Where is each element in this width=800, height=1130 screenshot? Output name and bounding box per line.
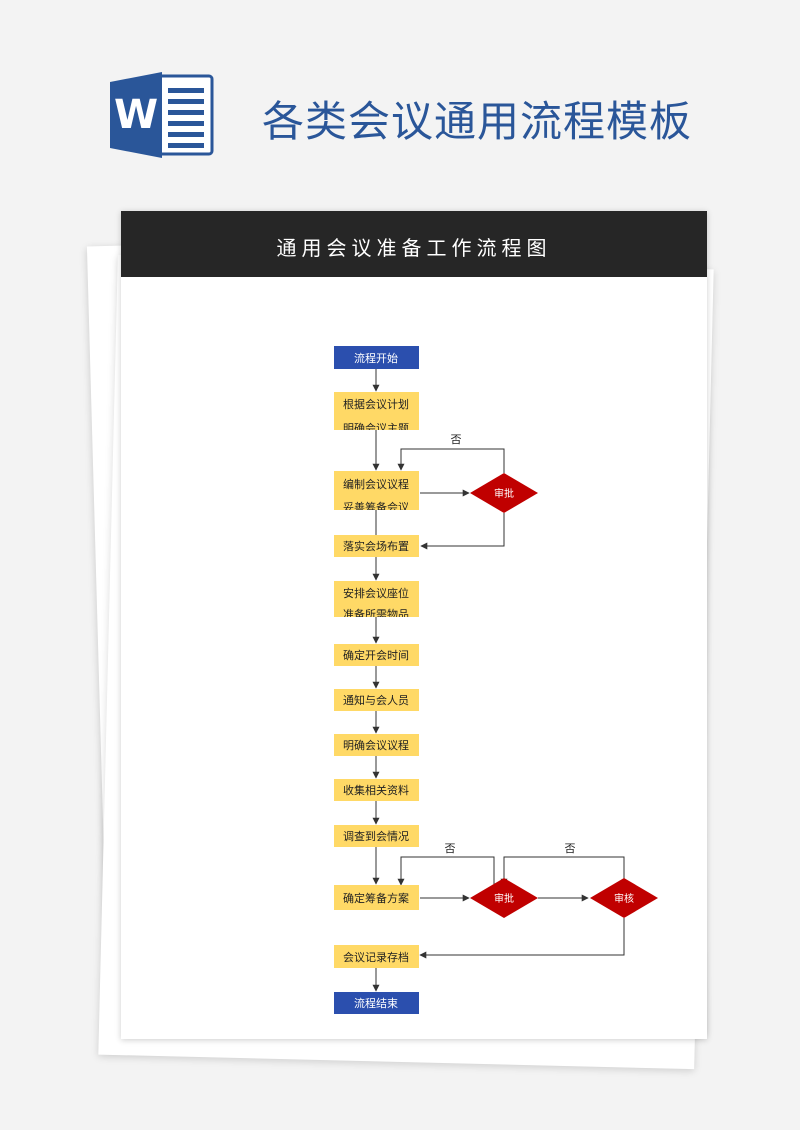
document-title: 通用会议准备工作流程图 bbox=[276, 236, 552, 260]
flow-step-9-label: 调查到会情况 bbox=[343, 829, 409, 843]
flow-step-1-line2: 明确会议主题 bbox=[343, 422, 409, 435]
flow-step-5: 确定开会时间 bbox=[334, 644, 419, 666]
document-header-bar: 通用会议准备工作流程图 bbox=[121, 211, 707, 277]
flow-step-7: 明确会议议程 bbox=[334, 734, 419, 756]
flow-end-label: 流程结束 bbox=[354, 996, 398, 1010]
flow-step-9: 调查到会情况 bbox=[334, 825, 419, 847]
decision-review: 审核 bbox=[590, 878, 658, 918]
flow-step-4-line2: 准备所需物品 bbox=[343, 607, 409, 621]
page-title: 各类会议通用流程模板 bbox=[262, 97, 693, 146]
flow-step-4: 安排会议座位 准备所需物品 bbox=[334, 581, 419, 621]
flow-step-3: 落实会场布置 bbox=[334, 535, 419, 557]
no-label-2: 否 bbox=[445, 842, 456, 855]
logo-letter: W bbox=[114, 92, 158, 138]
flow-step-7-label: 明确会议议程 bbox=[343, 739, 409, 752]
flow-step-10-label: 确定筹备方案 bbox=[343, 891, 409, 905]
document-page: 通用会议准备工作流程图 bbox=[121, 211, 707, 1039]
flow-step-1: 根据会议计划 明确会议主题 bbox=[334, 392, 419, 435]
flow-step-10: 确定筹备方案 bbox=[334, 885, 419, 910]
flow-step-11: 会议记录存档 bbox=[334, 945, 419, 968]
flow-step-8-label: 收集相关资料 bbox=[343, 783, 409, 797]
no-label-3: 否 bbox=[565, 842, 576, 855]
word-logo-icon: W bbox=[110, 72, 214, 158]
flow-step-3-label: 落实会场布置 bbox=[343, 539, 409, 553]
flow-end: 流程结束 bbox=[334, 992, 419, 1014]
flow-step-5-label: 确定开会时间 bbox=[343, 648, 409, 662]
decision-approve-1-label: 审批 bbox=[494, 487, 514, 500]
decision-approve-2-label: 审批 bbox=[494, 892, 514, 905]
flow-start: 流程开始 bbox=[334, 346, 419, 369]
decision-approve-2: 审批 bbox=[470, 878, 538, 918]
flow-connectors bbox=[372, 369, 625, 992]
decision-review-label: 审核 bbox=[614, 892, 634, 905]
flow-step-2-line2: 妥善筹备会议 bbox=[343, 500, 409, 514]
flow-step-1-line1: 根据会议计划 bbox=[343, 397, 409, 411]
flow-start-label: 流程开始 bbox=[354, 351, 398, 365]
flowchart: 否 否 否 流程开始 根据会议计划 明确会议主题 编制会议议程 妥善筹备会议 bbox=[334, 346, 658, 1014]
flow-step-6: 通知与会人员 bbox=[334, 689, 419, 711]
flow-step-2-line1: 编制会议议程 bbox=[343, 477, 409, 491]
flow-step-6-label: 通知与会人员 bbox=[343, 693, 409, 707]
flow-step-11-label: 会议记录存档 bbox=[343, 950, 409, 964]
flow-step-2: 编制会议议程 妥善筹备会议 bbox=[334, 471, 419, 514]
decision-approve-1: 审批 bbox=[470, 473, 538, 513]
flow-step-4-line1: 安排会议座位 bbox=[343, 586, 409, 600]
flow-step-8: 收集相关资料 bbox=[334, 779, 419, 801]
no-label-1: 否 bbox=[451, 433, 462, 446]
